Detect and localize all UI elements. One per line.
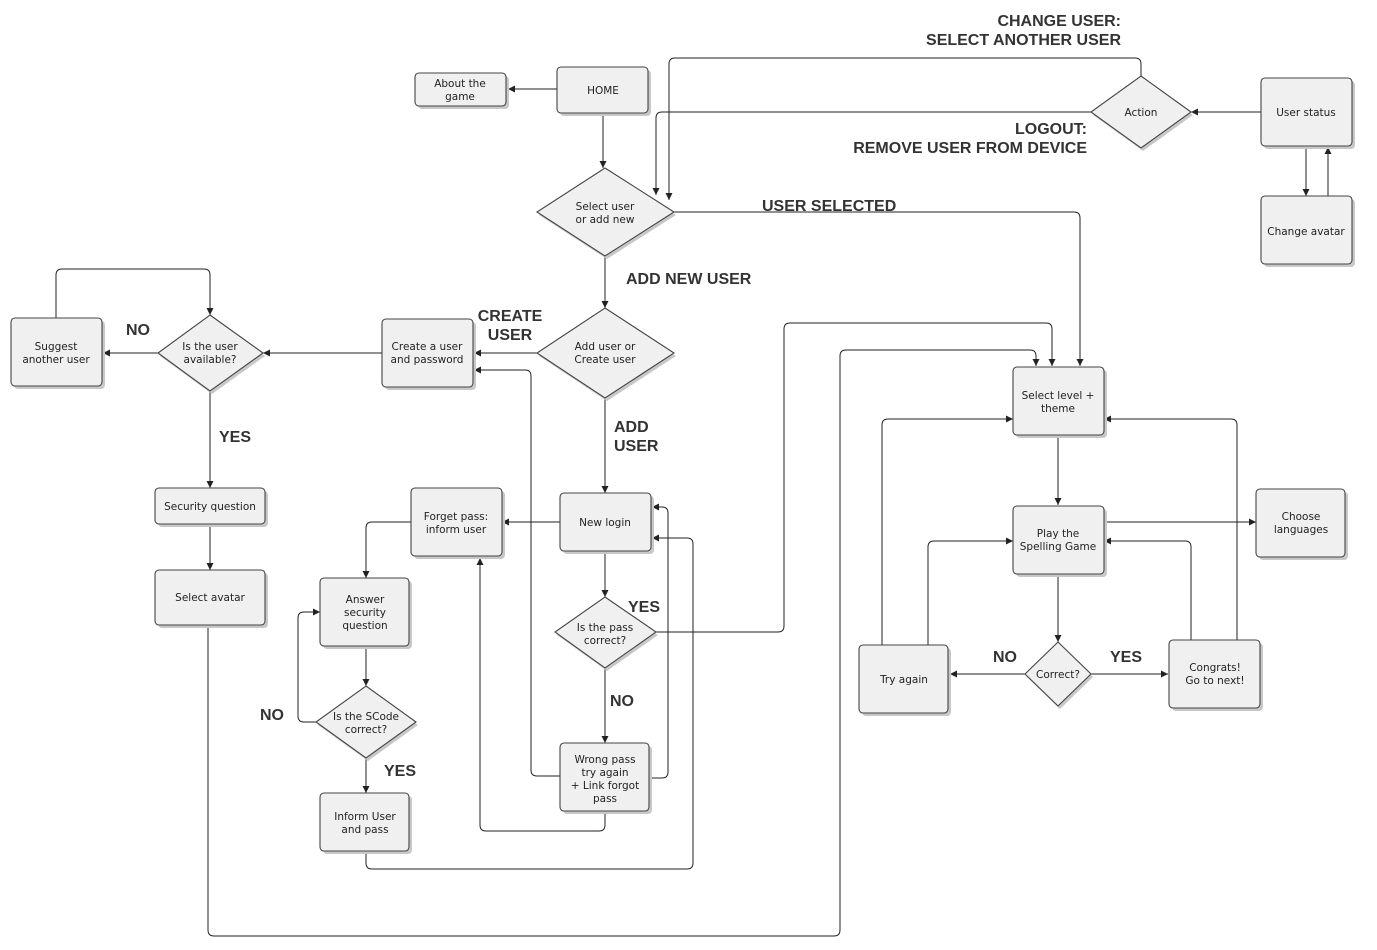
svg-text:Select level +theme: Select level +theme xyxy=(1022,390,1095,415)
edge-wrong-create xyxy=(474,366,560,777)
node-correct[interactable]: Correct? xyxy=(1024,641,1093,709)
edge-action-logout xyxy=(652,111,1091,195)
svg-text:Security question: Security question xyxy=(164,501,256,513)
node-security-question[interactable]: Security question xyxy=(154,487,268,527)
edge-wrong-newlogin xyxy=(651,503,669,779)
edges xyxy=(55,57,1332,937)
label-logout-2: REMOVE USER FROM DEVICE xyxy=(853,140,1087,157)
svg-text:Change avatar: Change avatar xyxy=(1267,226,1345,238)
edge-avatar-level xyxy=(207,349,1040,937)
edge-user-selected xyxy=(674,211,1084,366)
node-select-avatar[interactable]: Select avatar xyxy=(154,569,268,628)
edge-wrong-forget xyxy=(476,558,606,832)
svg-text:New login: New login xyxy=(579,517,631,529)
label-yes-pass: YES xyxy=(628,599,660,616)
edge-inform-newlogin xyxy=(365,534,694,870)
node-new-login[interactable]: New login xyxy=(559,492,654,554)
edge-tryagain-play xyxy=(927,537,1013,645)
svg-text:Correct?: Correct? xyxy=(1036,669,1080,681)
edge-ispass-yes-level xyxy=(656,322,1056,633)
label-create-2: USER xyxy=(488,327,533,344)
label-add-new-user: ADD NEW USER xyxy=(626,271,752,288)
svg-text:Action: Action xyxy=(1125,107,1158,119)
label-yes-scode: YES xyxy=(384,763,416,780)
label-no-available: NO xyxy=(126,322,150,339)
label-no-pass: NO xyxy=(610,693,634,710)
label-change-user-2: SELECT ANOTHER USER xyxy=(926,32,1121,49)
label-change-user-1: CHANGE USER: xyxy=(997,13,1121,30)
edge-congrats-play xyxy=(1104,537,1192,640)
label-logout-1: LOGOUT: xyxy=(1015,121,1087,138)
node-action[interactable]: Action xyxy=(1090,75,1193,151)
label-yes-available: YES xyxy=(219,429,251,446)
edge-congrats-level xyxy=(1104,415,1238,640)
node-home[interactable]: HOME xyxy=(556,66,651,116)
edge-action-change-user xyxy=(665,57,1142,200)
node-try-again[interactable]: Try again xyxy=(858,644,951,716)
label-yes-correct: YES xyxy=(1110,649,1142,666)
svg-text:Congrats!Go to next!: Congrats!Go to next! xyxy=(1185,662,1244,687)
edge-scode-no-loop xyxy=(297,608,320,723)
label-add-2: USER xyxy=(614,438,659,455)
label-create-1: CREATE xyxy=(478,308,543,325)
node-congrats[interactable]: Congrats!Go to next! xyxy=(1168,639,1263,711)
svg-text:Select avatar: Select avatar xyxy=(175,592,245,604)
edge-labels: CHANGE USER: SELECT ANOTHER USER LOGOUT:… xyxy=(126,13,1142,780)
label-no-correct: NO xyxy=(993,649,1017,666)
svg-text:Forget pass:inform user: Forget pass:inform user xyxy=(424,511,488,536)
svg-text:User status: User status xyxy=(1276,107,1336,119)
svg-text:HOME: HOME xyxy=(587,85,619,97)
label-user-selected: USER SELECTED xyxy=(762,198,896,215)
node-change-avatar[interactable]: Change avatar xyxy=(1260,195,1355,267)
edge-forget-answer xyxy=(362,521,411,578)
label-add-1: ADD xyxy=(614,419,649,436)
edge-tryagain-level xyxy=(881,415,1013,645)
node-forget-pass[interactable]: Forget pass:inform user xyxy=(410,487,505,559)
node-user-status[interactable]: User status xyxy=(1260,77,1355,149)
label-no-scode: NO xyxy=(260,707,284,724)
node-select-level[interactable]: Select level +theme xyxy=(1012,366,1107,438)
svg-text:Try again: Try again xyxy=(879,674,928,686)
edge-suggest-loop xyxy=(55,268,214,318)
